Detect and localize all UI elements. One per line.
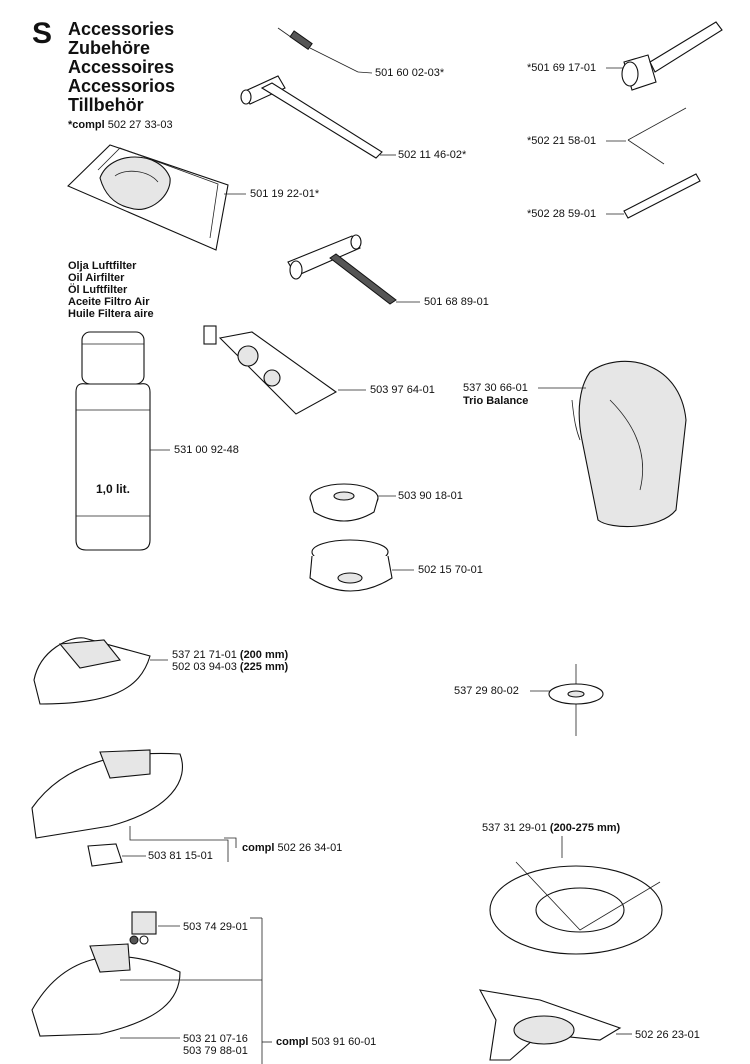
small-guard-illustration bbox=[33, 637, 168, 705]
part-label-p13a: 537 21 71-01 (200 mm) bbox=[172, 649, 288, 661]
part-label-p1: 501 60 02-03* bbox=[375, 67, 445, 79]
compl-line: *compl 502 27 33-03 bbox=[68, 119, 173, 131]
compl-prefix-p18: compl bbox=[276, 1036, 309, 1048]
title-en: Accessories bbox=[68, 19, 175, 39]
part-note-p9: Trio Balance bbox=[463, 395, 529, 407]
part-label-p6: 501 19 22-01* bbox=[250, 188, 320, 200]
part-label-p13b: 502 03 94-03 (225 mm) bbox=[172, 661, 288, 673]
part-label-p14: 537 29 80-02 bbox=[454, 685, 519, 697]
oil-bottle-illustration bbox=[75, 331, 170, 551]
grease-tube-illustration bbox=[203, 325, 366, 415]
storage-bag-illustration bbox=[538, 360, 687, 528]
oil-title-fr: Huile Filtera aire bbox=[68, 308, 154, 320]
compl-prefix: *compl bbox=[68, 119, 105, 131]
oil-title-de: Öl Luftfilter bbox=[68, 284, 128, 296]
part-label-p18: 503 21 07-16 bbox=[183, 1033, 248, 1045]
compl-label-p16: compl 502 26 34-01 bbox=[242, 842, 342, 854]
deflector-illustration bbox=[489, 836, 663, 955]
part-number-p13b: 502 03 94-03 bbox=[172, 661, 237, 673]
large-guard-illustration bbox=[31, 749, 237, 867]
compl-number-p16: 502 26 34-01 bbox=[277, 842, 343, 854]
part-label-p9: 537 30 66-01 bbox=[463, 382, 528, 394]
part-label-p19: 503 79 88-01 bbox=[183, 1045, 248, 1057]
part-number-p15: 537 31 29-01 bbox=[482, 822, 547, 834]
title-sv: Tillbehör bbox=[68, 95, 144, 115]
combo-wrench-illustration bbox=[287, 234, 420, 305]
part-size-p13b: (225 mm) bbox=[239, 661, 289, 673]
part-size-p15: (200-275 mm) bbox=[549, 822, 621, 834]
pin-illustration bbox=[606, 173, 701, 219]
box-wrench-illustration bbox=[606, 21, 723, 91]
part-label-p17: 503 74 29-01 bbox=[183, 921, 248, 933]
part-label-p4: *502 21 58-01 bbox=[527, 135, 597, 147]
part-label-p20: 502 26 23-01 bbox=[635, 1029, 700, 1041]
part-label-p3: *501 69 17-01 bbox=[527, 62, 597, 74]
allen-key-illustration bbox=[606, 107, 687, 165]
title-es: Accessorios bbox=[68, 76, 176, 96]
t-wrench-illustration bbox=[240, 75, 396, 159]
title-fr: Accessoires bbox=[68, 57, 175, 77]
oil-title-sv: Olja Luftfilter bbox=[68, 260, 137, 272]
part-label-p16: 503 81 15-01 bbox=[148, 850, 213, 862]
compl-number: 502 27 33-03 bbox=[107, 119, 173, 131]
bracket-illustration bbox=[478, 989, 632, 1061]
part-label-p12: 502 15 70-01 bbox=[418, 564, 483, 576]
compl-label-p18: compl 503 91 60-01 bbox=[276, 1036, 376, 1048]
title-de: Zubehöre bbox=[68, 38, 151, 58]
part-label-p2: 502 11 46-02* bbox=[398, 149, 467, 161]
compl-number-p18: 503 91 60-01 bbox=[311, 1036, 377, 1048]
bottle-volume-label: 1,0 lit. bbox=[96, 482, 131, 496]
screwdriver-illustration bbox=[277, 27, 373, 74]
part-label-p5: *502 28 59-01 bbox=[527, 208, 597, 220]
section-letter: S bbox=[32, 17, 53, 50]
part-number-p13a: 537 21 71-01 bbox=[172, 649, 237, 661]
oil-title-en: Oil Airfilter bbox=[68, 272, 125, 284]
washer-illustration bbox=[530, 664, 604, 736]
part-label-p15: 537 31 29-01 (200-275 mm) bbox=[482, 822, 620, 834]
oil-title-es: Aceite Filtro Air bbox=[68, 296, 150, 308]
part-label-p7: 501 68 89-01 bbox=[424, 296, 489, 308]
compl-prefix-p16: compl bbox=[242, 842, 275, 854]
bottom-guard-illustration bbox=[31, 911, 272, 1064]
part-label-p8: 503 97 64-01 bbox=[370, 384, 435, 396]
cup-illustration bbox=[309, 539, 414, 592]
part-size-p13a: (200 mm) bbox=[239, 649, 289, 661]
part-label-p10: 531 00 92-48 bbox=[174, 444, 239, 456]
harness-illustration bbox=[67, 144, 246, 251]
part-label-p11: 503 90 18-01 bbox=[398, 490, 463, 502]
spool-illustration bbox=[309, 483, 396, 522]
